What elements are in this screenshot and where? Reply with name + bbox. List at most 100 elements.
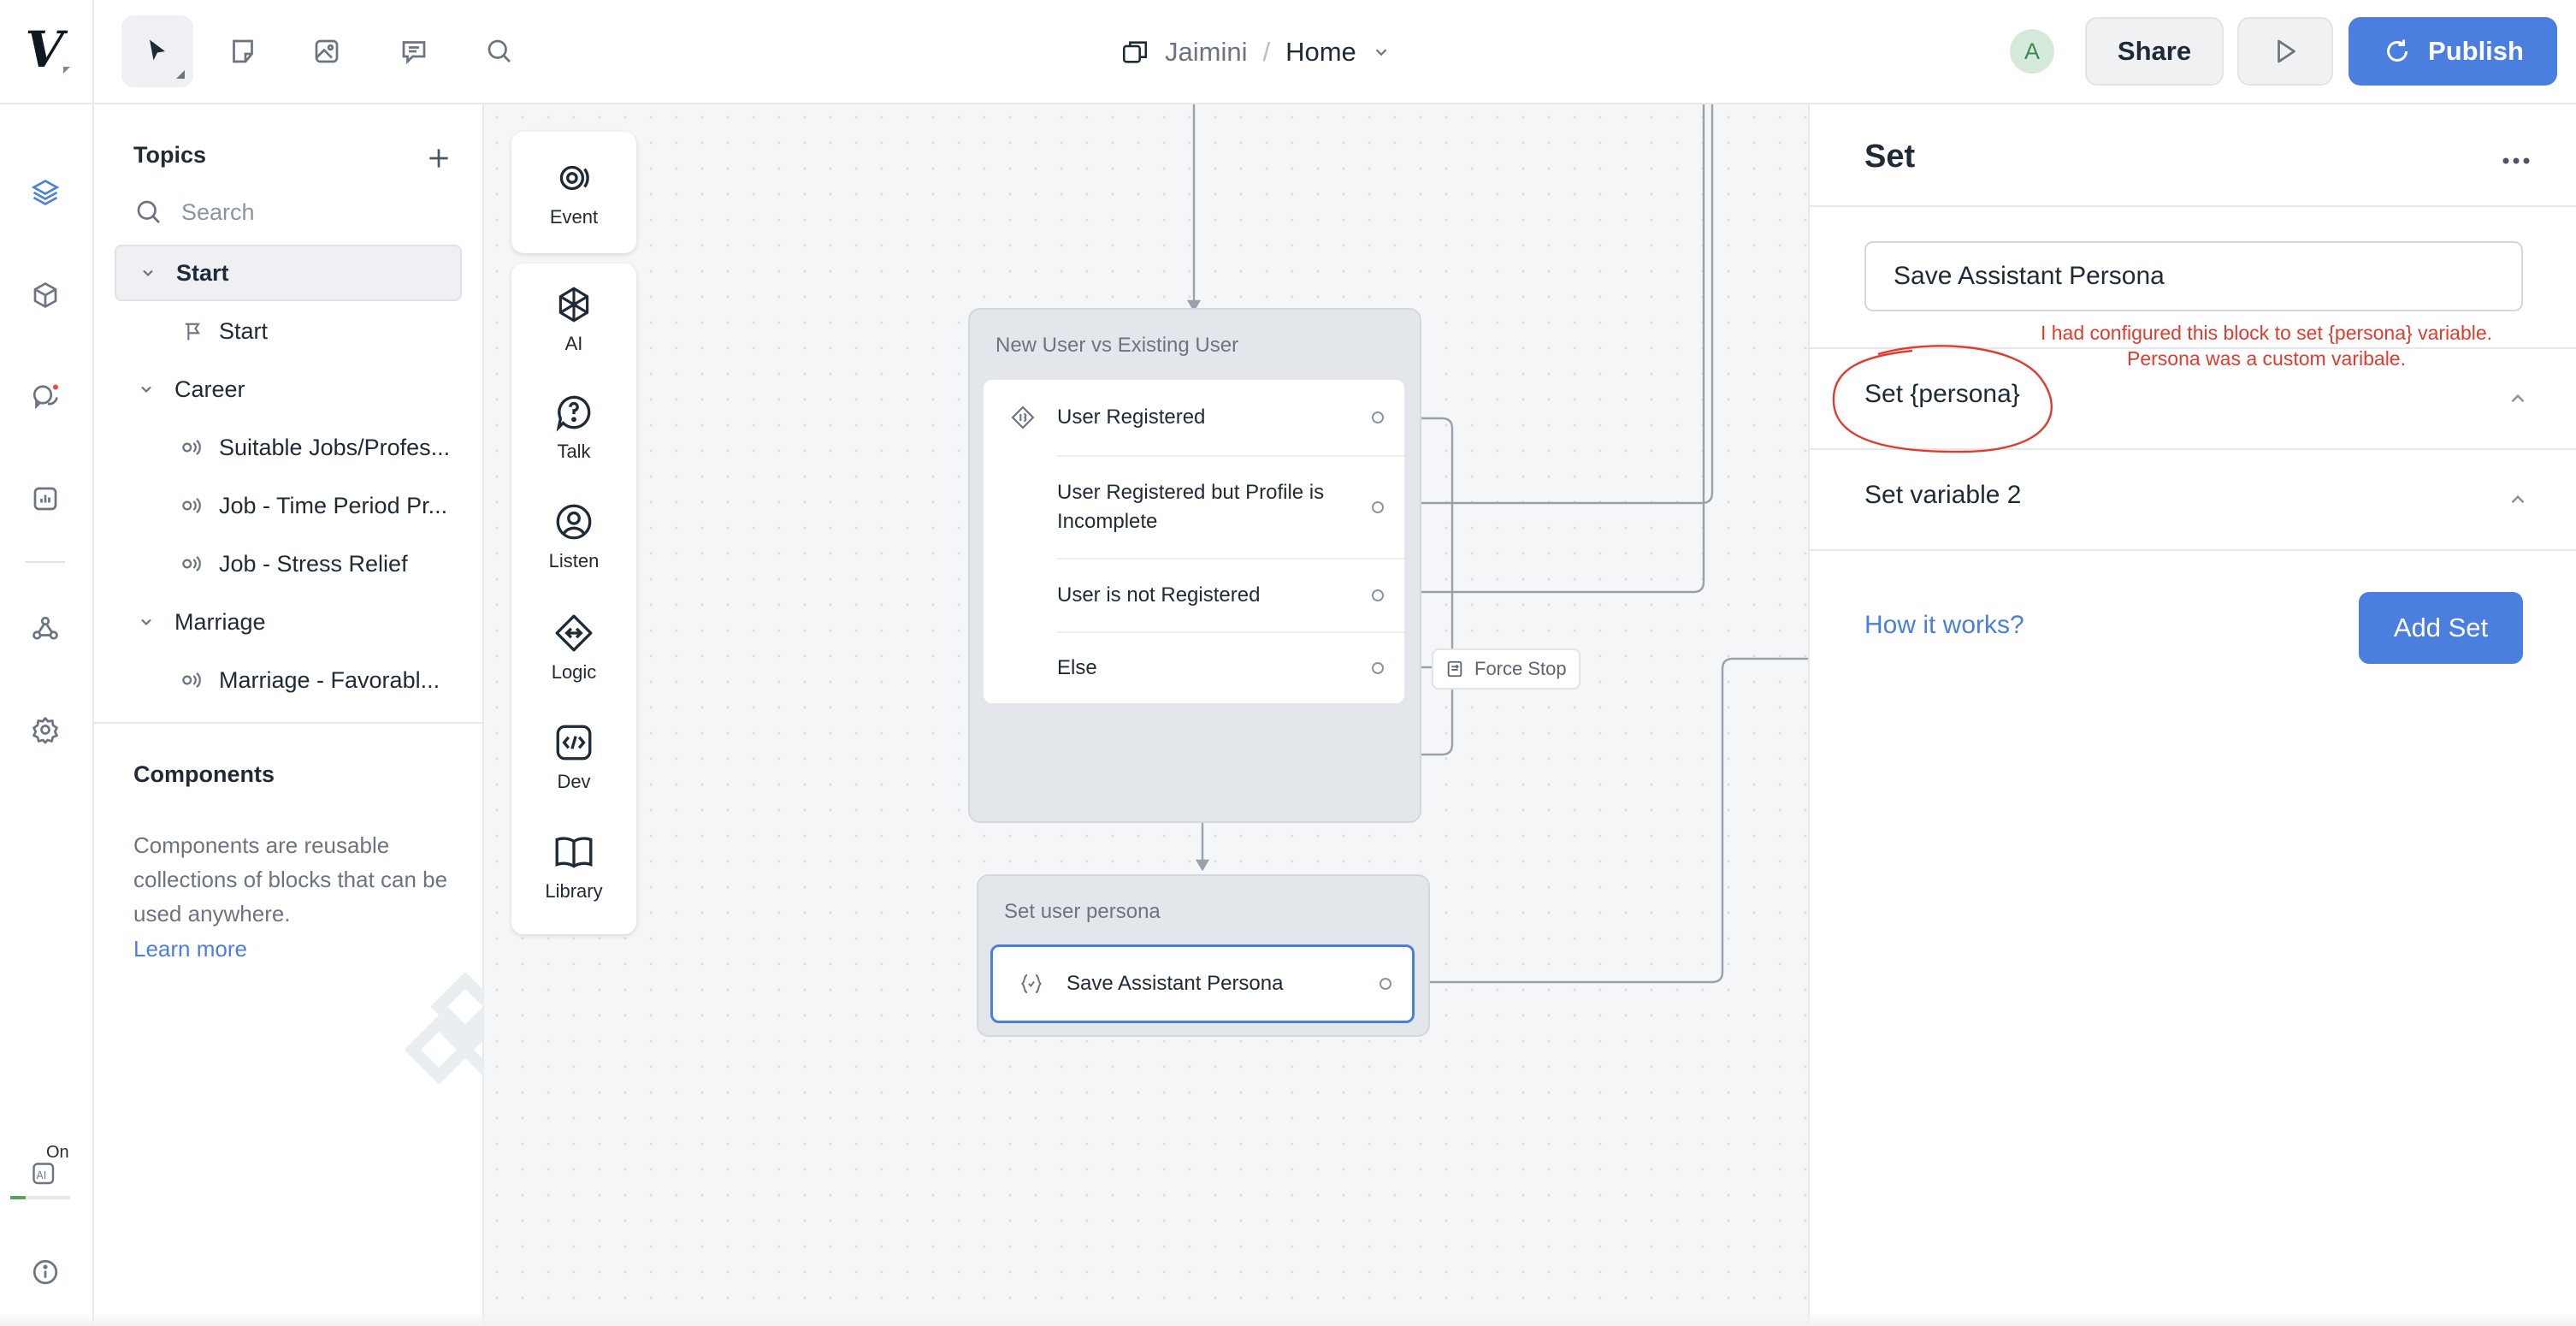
search-icon (487, 39, 511, 62)
rail-components-button[interactable] (26, 275, 65, 315)
flag-icon (185, 323, 200, 340)
toolbox-label: Logic (551, 661, 597, 683)
set-variable-icon (1020, 974, 1043, 993)
toolbox-listen[interactable]: Listen (511, 489, 636, 583)
rail-settings-button[interactable] (26, 710, 65, 749)
tree-label: Marriage - Favorabl... (219, 666, 440, 693)
step-profile-incomplete[interactable]: User Registered but Profile is Incomplet… (984, 457, 1404, 558)
talk-icon (556, 395, 591, 432)
cube-icon (33, 281, 57, 309)
add-set-button[interactable]: Add Set (2359, 592, 2523, 664)
toolbox-talk[interactable]: Talk (511, 380, 636, 474)
publish-button[interactable]: Publish (2349, 17, 2557, 86)
breadcrumb-page[interactable]: Home (1285, 37, 1356, 67)
openai-icon (558, 287, 589, 323)
toolbox-logic[interactable]: Logic (511, 601, 636, 695)
more-options-button[interactable] (2490, 144, 2542, 178)
components-description: Components are reusable collections of b… (133, 832, 448, 926)
step-else[interactable]: Else (984, 633, 1404, 703)
output-port[interactable] (1372, 411, 1384, 423)
toolbox-dev[interactable]: Dev (511, 710, 636, 804)
book-icon (555, 837, 593, 868)
project-icon (1122, 41, 1148, 63)
tree-item-suitable-jobs[interactable]: Suitable Jobs/Profes... (115, 419, 462, 476)
rail-integrations-button[interactable] (26, 609, 65, 648)
tree-item-start[interactable]: Start (115, 303, 462, 359)
output-port[interactable] (1372, 662, 1384, 674)
rail-conversations-button[interactable] (26, 376, 65, 416)
top-bar: V Jaimini / Home A Share (0, 0, 2576, 104)
step-user-registered[interactable]: User Registered (984, 380, 1404, 455)
step-label: User Registered (1057, 405, 1206, 429)
set-section-persona[interactable]: Set {persona} (1810, 349, 2576, 448)
sticky-note-tool-button[interactable] (207, 15, 279, 87)
refresh-icon (2387, 39, 2408, 62)
chevron-down-icon (141, 619, 151, 626)
plus-icon (429, 149, 448, 168)
share-button[interactable]: Share (2085, 17, 2224, 86)
condition-icon (1011, 405, 1035, 429)
block-title: Set user persona (1004, 900, 1161, 923)
stop-icon (1447, 660, 1462, 678)
tree-label: Start (219, 317, 269, 344)
more-horizontal-icon (2502, 157, 2530, 164)
tree-group-career[interactable]: Career (115, 361, 462, 417)
toolbox-label: Dev (557, 771, 591, 792)
run-button[interactable] (2237, 17, 2333, 86)
toolbox-event[interactable]: Event (511, 145, 636, 240)
search-icon (137, 200, 160, 223)
set-editor-panel: Set Set {persona} Set variable 2 How it … (1808, 104, 2576, 1326)
step-not-registered[interactable]: User is not Registered (984, 559, 1404, 631)
info-icon (32, 1259, 58, 1285)
logo-letter: V (25, 21, 64, 79)
step-label: Else (1057, 656, 1097, 679)
image-tool-button[interactable] (291, 15, 363, 87)
rail-ai-toggle[interactable]: AI On (26, 1143, 69, 1193)
tree-item-job-stress-relief[interactable]: Job - Stress Relief (115, 536, 462, 592)
topics-search-input[interactable] (180, 198, 440, 227)
output-port[interactable] (1372, 501, 1384, 513)
add-topic-button[interactable] (417, 137, 460, 180)
how-it-works-link[interactable]: How it works? (1864, 611, 2024, 639)
rail-info-button[interactable] (26, 1252, 65, 1292)
gear-icon (32, 717, 58, 744)
tree-group-start[interactable]: Start (115, 245, 462, 301)
force-stop-badge[interactable]: Force Stop (1432, 648, 1580, 690)
publish-label: Publish (2428, 36, 2524, 66)
editor-title: Set (1864, 139, 1916, 175)
rail-analytics-button[interactable] (26, 479, 65, 518)
flow-canvas[interactable]: Event AI Talk Listen Logic Dev (484, 104, 1808, 1326)
step-label: Save Assistant Persona (1066, 972, 1284, 995)
tree-label: Suitable Jobs/Profes... (219, 434, 451, 460)
select-tool-button[interactable] (121, 15, 193, 87)
tree-item-job-time-period[interactable]: Job - Time Period Pr... (115, 477, 462, 534)
step-save-assistant-persona[interactable]: Save Assistant Persona (993, 947, 1412, 1021)
topics-search[interactable] (133, 193, 458, 231)
comment-tool-button[interactable] (378, 15, 450, 87)
toolbox-ai[interactable]: AI (511, 272, 636, 366)
breadcrumb-project[interactable]: Jaimini (1165, 37, 1248, 67)
breadcrumb: Jaimini / Home (1120, 31, 1391, 74)
logic-icon (555, 614, 593, 652)
voiceflow-logo[interactable]: V (14, 19, 75, 80)
intent-icon (182, 672, 201, 688)
chevron-down-icon[interactable] (1372, 43, 1391, 62)
svg-text:AI: AI (37, 1169, 47, 1181)
tree-item-marriage-favorable[interactable]: Marriage - Favorabl... (115, 652, 462, 708)
toolbox-library[interactable]: Library (511, 820, 636, 914)
output-port[interactable] (1380, 978, 1391, 990)
block-name-input[interactable] (1864, 241, 2523, 311)
toolbox-label: Talk (557, 441, 591, 462)
search-tool-button[interactable] (464, 15, 535, 87)
tree-group-marriage[interactable]: Marriage (115, 594, 462, 650)
output-port[interactable] (1372, 589, 1384, 601)
user-avatar[interactable]: A (2010, 29, 2054, 74)
set-section-variable-2[interactable]: Set variable 2 (1810, 450, 2576, 549)
learn-more-link[interactable]: Learn more (133, 936, 247, 962)
block-new-vs-existing-user[interactable]: New User vs Existing User User Registere… (968, 308, 1421, 823)
play-icon (2278, 39, 2295, 63)
intent-icon (182, 440, 201, 455)
block-set-user-persona[interactable]: Set user persona Save Assistant Persona (977, 874, 1430, 1037)
layers-icon (31, 179, 60, 206)
rail-layers-button[interactable] (26, 173, 65, 212)
